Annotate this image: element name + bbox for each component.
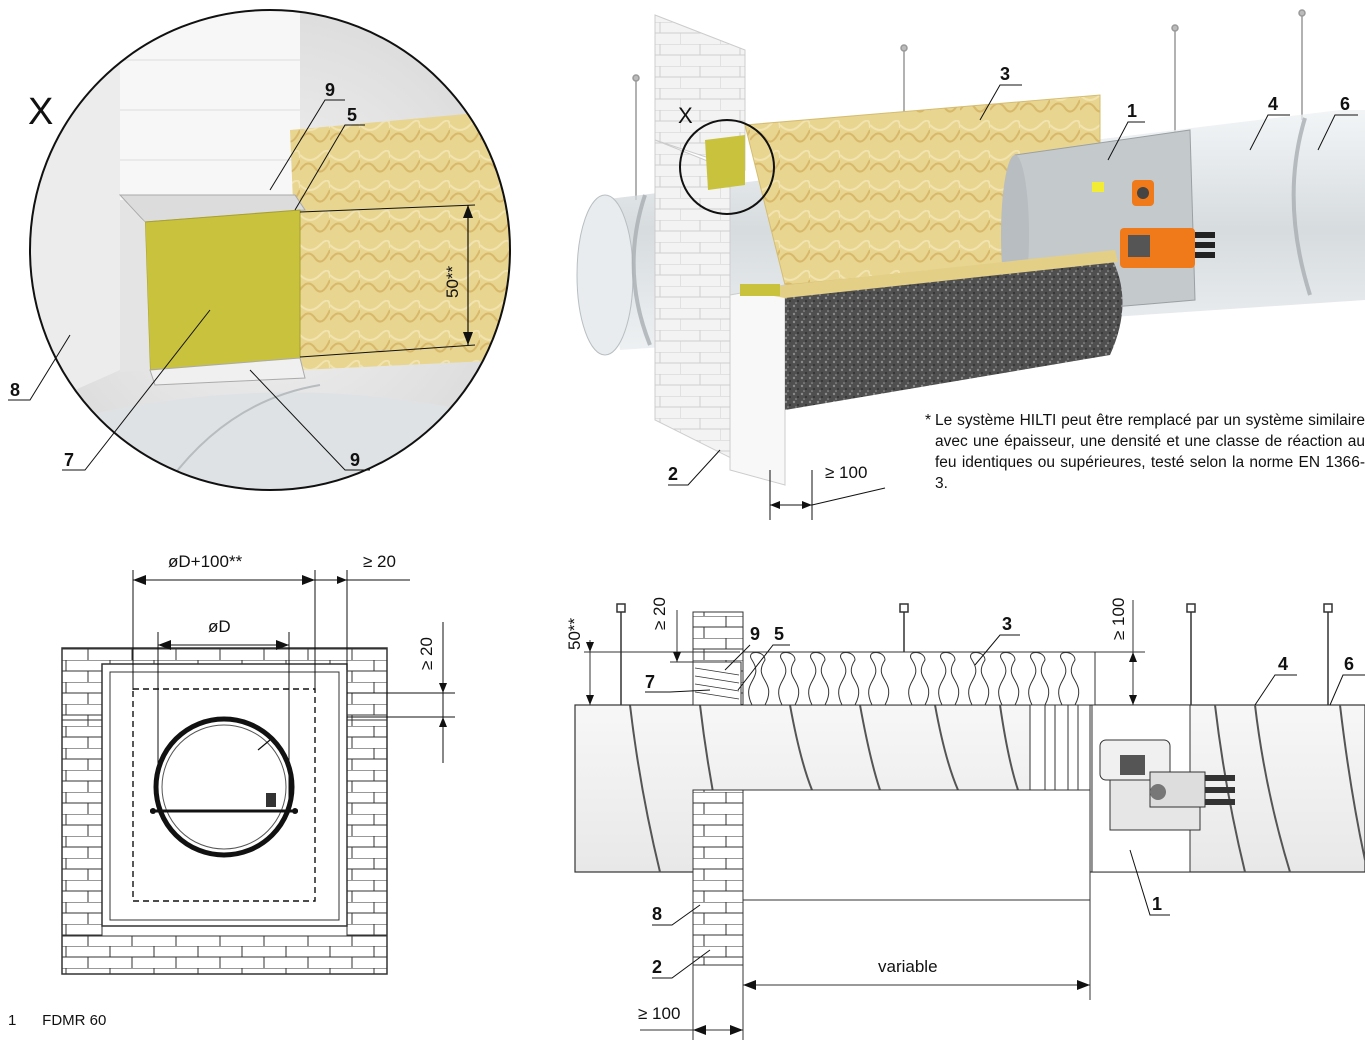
perspective-dim-100: ≥ 100	[825, 463, 867, 482]
perspective-view: X 3 1 4 6 2 ≥ 100	[576, 9, 1365, 520]
side-label-8: 8	[652, 904, 662, 924]
front-view: øD+100** øD ≥ 20 ≥ 20	[61, 552, 455, 975]
mineral-wool-pattern	[748, 652, 1080, 706]
legend-item-text: FDMR 60	[42, 1012, 107, 1029]
legend-item: 1 FDMR 60	[8, 1012, 106, 1029]
actuator-small-icon	[1132, 180, 1154, 206]
legend: 1 FDMR 60	[8, 1012, 106, 1029]
side-dim-50: 50**	[565, 617, 584, 650]
detail-label-9-bottom: 9	[350, 450, 360, 470]
front-dim-d100: øD+100**	[168, 552, 243, 571]
front-dim-20-right: ≥ 20	[363, 552, 396, 571]
perspective-x-mark: X	[678, 103, 693, 128]
side-label-7: 7	[645, 672, 655, 692]
side-view: 50** ≥ 20 ≥ 100 variable ≥ 100 9 5 3 4 6…	[565, 597, 1365, 1040]
perspective-label-4: 4	[1268, 94, 1278, 114]
damper-actuator-icon	[1099, 739, 1235, 831]
detail-label-7: 7	[64, 450, 74, 470]
side-label-4: 4	[1278, 654, 1288, 674]
side-dim-100-bottom: ≥ 100	[638, 1004, 680, 1023]
detail-title: X	[28, 91, 53, 133]
side-label-2: 2	[652, 957, 662, 977]
side-dim-20: ≥ 20	[650, 597, 669, 630]
side-dim-variable: variable	[878, 957, 938, 976]
perspective-label-1: 1	[1127, 101, 1137, 121]
side-dim-100-top: ≥ 100	[1109, 598, 1128, 640]
detail-label-8: 8	[10, 380, 20, 400]
perspective-label-3: 3	[1000, 64, 1010, 84]
footnote: * Le système HILTI peut être remplacé pa…	[925, 410, 1365, 494]
side-label-6: 6	[1344, 654, 1354, 674]
detail-label-5: 5	[347, 105, 357, 125]
detail-label-9-top: 9	[325, 80, 335, 100]
front-dim-20-vert: ≥ 20	[417, 637, 436, 670]
detail-view: 50** X 9 5 8 7 9	[8, 9, 511, 491]
side-label-5: 5	[774, 624, 784, 644]
perspective-label-2: 2	[668, 464, 678, 484]
perspective-label-6: 6	[1340, 94, 1350, 114]
side-label-1: 1	[1152, 894, 1162, 914]
side-label-3: 3	[1002, 614, 1012, 634]
front-dim-d: øD	[208, 617, 231, 636]
footnote-star: *	[925, 412, 932, 429]
legend-item-number: 1	[8, 1012, 17, 1029]
actuator-large-icon	[1120, 228, 1215, 268]
detail-dim-50: 50**	[443, 265, 462, 298]
side-label-9: 9	[750, 624, 760, 644]
footnote-text: Le système HILTI peut être remplacé par …	[935, 412, 1365, 492]
